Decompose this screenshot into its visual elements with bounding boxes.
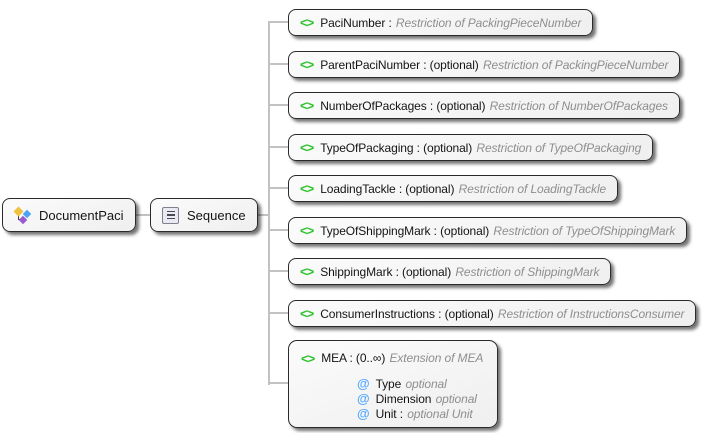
attribute-icon: @ <box>357 391 370 406</box>
node-pacinumber[interactable]: <> PaciNumber : Restriction of PackingPi… <box>288 9 594 36</box>
element-icon: <> <box>301 350 315 366</box>
attribute-icon: @ <box>357 376 370 391</box>
element-label: NumberOfPackages : (optional) <box>320 98 486 113</box>
element-label: TypeOfPackaging : (optional) <box>320 140 473 155</box>
node-typeofshippingmark[interactable]: <> TypeOfShippingMark : (optional) Restr… <box>288 217 688 244</box>
connector-stub <box>268 270 292 272</box>
node-typeofpackaging[interactable]: <> TypeOfPackaging : (optional) Restrict… <box>288 134 654 161</box>
connector-stub <box>268 63 292 65</box>
node-consumerinstructions[interactable]: <> ConsumerInstructions : (optional) Res… <box>288 300 697 327</box>
element-icon: <> <box>300 264 314 279</box>
node-sequence[interactable]: Sequence <box>150 198 258 232</box>
element-label: ParentPaciNumber : (optional) <box>320 57 479 72</box>
connector-stub <box>268 187 292 189</box>
node-parentpacinumber[interactable]: <> ParentPaciNumber : (optional) Restric… <box>288 51 681 78</box>
sequence-list-icon <box>162 206 179 224</box>
connector-stub <box>268 229 292 231</box>
attribute-label: Unit : <box>375 407 404 421</box>
attribute-dimension[interactable]: @ Dimension optional <box>357 391 485 406</box>
connector-sequence-trunk <box>246 214 270 216</box>
connector-stub <box>268 382 292 384</box>
element-icon: <> <box>300 57 314 72</box>
element-icon: <> <box>300 181 314 196</box>
connector-stub <box>268 104 292 106</box>
connector-trunk <box>268 21 270 385</box>
attribute-annotation: optional <box>435 392 477 406</box>
element-label: ConsumerInstructions : (optional) <box>320 306 494 321</box>
element-annotation: Restriction of LoadingTackle <box>458 181 607 196</box>
attribute-label: Dimension <box>375 392 432 406</box>
element-annotation: Extension of MEA <box>389 351 484 365</box>
element-annotation: Restriction of InstructionsConsumer <box>497 306 685 321</box>
attribute-type[interactable]: @ Type optional <box>357 376 485 391</box>
node-label: DocumentPaci <box>39 207 124 223</box>
attribute-annotation: optional Unit <box>407 407 473 421</box>
element-label: LoadingTackle : (optional) <box>320 181 455 196</box>
element-label: PaciNumber : <box>320 15 392 30</box>
attribute-unit[interactable]: @ Unit : optional Unit <box>357 406 485 421</box>
element-annotation: Restriction of TypeOfShippingMark <box>493 223 676 238</box>
attribute-icon: @ <box>357 406 370 421</box>
node-loadingtackle[interactable]: <> LoadingTackle : (optional) Restrictio… <box>288 175 619 202</box>
element-annotation: Restriction of PackingPieceNumber <box>395 15 582 30</box>
element-label: MEA : (0..∞) <box>321 351 386 365</box>
node-mea[interactable]: <> MEA : (0..∞) Extension of MEA @ Type … <box>288 340 498 428</box>
element-icon: <> <box>300 15 314 30</box>
attribute-label: Type <box>375 377 402 391</box>
connector-stub <box>268 312 292 314</box>
element-label: TypeOfShippingMark : (optional) <box>320 223 490 238</box>
schema-element-diamonds-icon <box>13 206 32 224</box>
node-shippingmark[interactable]: <> ShippingMark : (optional) Restriction… <box>288 258 612 285</box>
connector-root-sequence <box>126 214 152 216</box>
element-icon: <> <box>300 98 314 113</box>
mea-attributes: @ Type optional @ Dimension optional @ U… <box>357 376 485 421</box>
element-annotation: Restriction of ShippingMark <box>455 264 600 279</box>
connector-stub <box>268 21 292 23</box>
node-label: Sequence <box>187 207 246 223</box>
element-icon: <> <box>300 223 314 238</box>
attribute-annotation: optional <box>405 377 447 391</box>
element-annotation: Restriction of NumberOfPackages <box>489 98 668 113</box>
node-numberofpackages[interactable]: <> NumberOfPackages : (optional) Restric… <box>288 92 680 119</box>
element-icon: <> <box>300 140 314 155</box>
connector-stub <box>268 146 292 148</box>
element-annotation: Restriction of PackingPieceNumber <box>482 57 669 72</box>
element-annotation: Restriction of TypeOfPackaging <box>476 140 642 155</box>
element-label: ShippingMark : (optional) <box>320 264 452 279</box>
element-icon: <> <box>300 306 314 321</box>
node-documentpaci[interactable]: DocumentPaci <box>2 198 136 232</box>
